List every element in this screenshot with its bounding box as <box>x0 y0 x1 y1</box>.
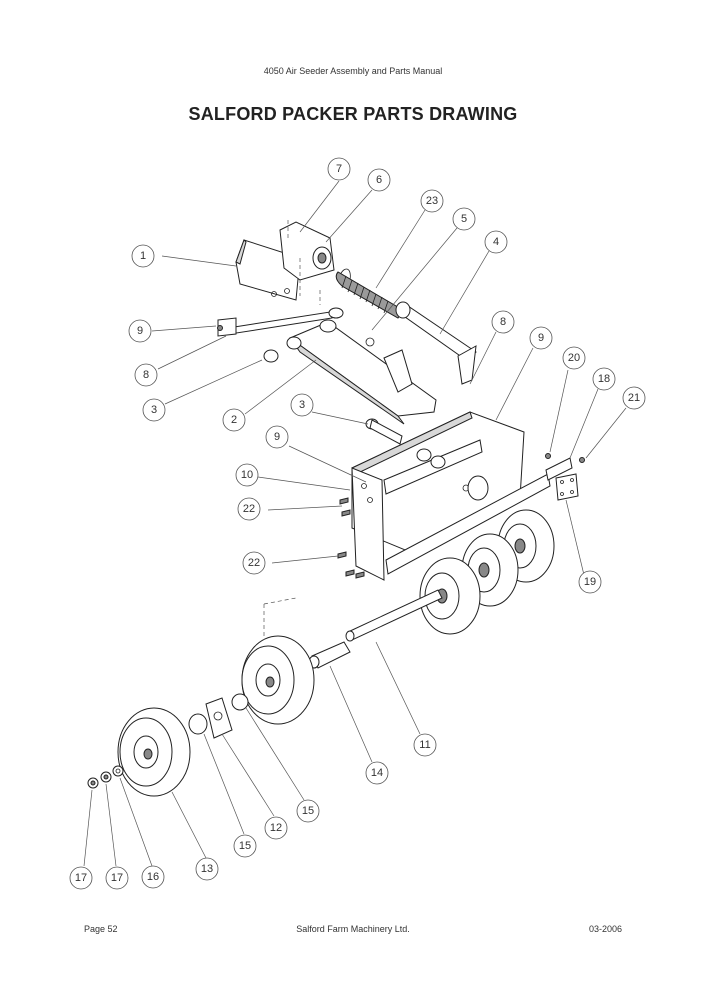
svg-text:5: 5 <box>461 213 467 225</box>
callout-22b: 22 <box>242 551 266 575</box>
svg-text:18: 18 <box>598 373 610 385</box>
callout-2: 2 <box>222 408 246 432</box>
footer-page-number: Page 52 <box>84 924 118 934</box>
svg-text:9: 9 <box>137 325 143 337</box>
callout-9b: 9 <box>529 326 553 350</box>
svg-text:11: 11 <box>419 739 430 751</box>
callout-9c: 9 <box>265 425 289 449</box>
callout-17b: 17 <box>105 866 129 890</box>
rear-wheels <box>419 509 555 635</box>
callout-3a: 3 <box>142 398 166 422</box>
frame <box>351 411 579 581</box>
svg-text:8: 8 <box>143 369 149 381</box>
svg-text:4: 4 <box>493 236 499 248</box>
callout-22a: 22 <box>237 497 261 521</box>
leader-lines <box>83 180 627 867</box>
spring <box>335 268 402 319</box>
svg-text:12: 12 <box>270 822 282 834</box>
manual-header: 4050 Air Seeder Assembly and Parts Manua… <box>263 66 443 76</box>
callout-14: 14 <box>365 761 389 785</box>
svg-text:9: 9 <box>274 431 280 443</box>
callout-17a: 17 <box>69 866 93 890</box>
bearing-assembly <box>188 693 249 739</box>
svg-text:22: 22 <box>248 557 260 569</box>
svg-text:10: 10 <box>241 469 253 481</box>
svg-text:8: 8 <box>500 316 506 328</box>
callout-3b: 3 <box>290 393 314 417</box>
svg-text:1: 1 <box>140 250 146 262</box>
outer-wheel <box>117 707 191 797</box>
hitch-bracket <box>235 221 335 301</box>
callout-10: 10 <box>235 463 259 487</box>
small-hardware <box>337 418 585 579</box>
callout-15b: 15 <box>233 834 257 858</box>
svg-text:3: 3 <box>151 404 157 416</box>
callout-15a: 15 <box>296 799 320 823</box>
svg-text:14: 14 <box>371 767 383 779</box>
svg-text:3: 3 <box>299 399 305 411</box>
callout-4: 4 <box>484 230 508 254</box>
page-title: SALFORD PACKER PARTS DRAWING <box>188 104 518 124</box>
svg-text:13: 13 <box>201 863 213 875</box>
svg-text:9: 9 <box>538 332 544 344</box>
callout-9a: 9 <box>128 319 152 343</box>
callout-11: 11 <box>413 733 437 757</box>
callout-13: 13 <box>195 857 219 881</box>
callout-16: 16 <box>141 865 165 889</box>
callout-6: 6 <box>367 168 391 192</box>
svg-text:15: 15 <box>239 840 251 852</box>
callout-20: 20 <box>562 346 586 370</box>
svg-text:19: 19 <box>584 576 596 588</box>
svg-text:22: 22 <box>243 503 255 515</box>
footer-date: 03-2006 <box>588 924 622 934</box>
callout-12: 12 <box>264 816 288 840</box>
callout-23: 23 <box>420 189 444 213</box>
callout-18: 18 <box>592 367 616 391</box>
svg-text:21: 21 <box>628 392 640 404</box>
front-wheel <box>241 635 315 725</box>
svg-text:15: 15 <box>302 805 314 817</box>
svg-text:2: 2 <box>231 414 237 426</box>
nuts-washers <box>87 765 124 789</box>
callout-7: 7 <box>327 157 351 181</box>
spring-tube <box>395 301 477 385</box>
callout-19: 19 <box>578 570 602 594</box>
svg-text:20: 20 <box>568 352 580 364</box>
svg-text:6: 6 <box>376 174 382 186</box>
callout-8b: 8 <box>491 310 515 334</box>
callout-8a: 8 <box>134 363 158 387</box>
main-arm <box>263 319 437 425</box>
svg-text:23: 23 <box>426 195 438 207</box>
svg-text:16: 16 <box>147 871 159 883</box>
upper-pin <box>217 307 344 337</box>
axle <box>308 589 443 669</box>
footer-company: Salford Farm Machinery Ltd. <box>296 924 410 934</box>
callout-21: 21 <box>622 386 646 410</box>
svg-text:17: 17 <box>75 872 87 884</box>
callout-1: 1 <box>131 244 155 268</box>
svg-text:17: 17 <box>111 872 123 884</box>
svg-text:7: 7 <box>336 163 342 175</box>
callout-5: 5 <box>452 207 476 231</box>
